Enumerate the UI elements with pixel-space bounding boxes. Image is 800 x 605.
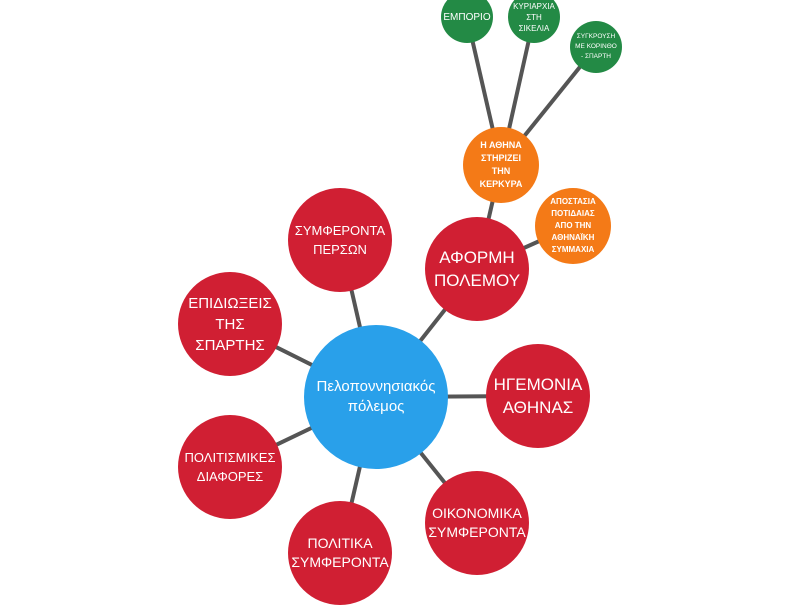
node-epidioxeis[interactable]: ΕΠΙΔΙΩΞΕΙΣ ΤΗΣ ΣΠΑΡΤΗΣ xyxy=(178,272,282,376)
node-label: ΑΦΟΡΜΗ ΠΟΛΕΜΟΥ xyxy=(433,248,521,290)
node-label: ΠΟΛΙΤΙΣΜΙΚΕΣ ΔΙΑΦΟΡΕΣ xyxy=(184,450,276,484)
node-label: ΗΓΕΜΟΝΙΑ ΑΘΗΝΑΣ xyxy=(493,375,583,417)
node-label: ΚΥΡΙΑΡΧΙΑ ΣΤΗ ΣΙΚΕΛΙΑ xyxy=(513,1,555,33)
node-label: Η ΑΘΗΝΑ ΣΤΗΡΙΖΕΙ ΤΗΝ ΚΕΡΚΥΡΑ xyxy=(479,140,523,189)
node-sikelia[interactable]: ΚΥΡΙΑΡΧΙΑ ΣΤΗ ΣΙΚΕΛΙΑ xyxy=(508,0,560,43)
node-kerkyra[interactable]: Η ΑΘΗΝΑ ΣΤΗΡΙΖΕΙ ΤΗΝ ΚΕΡΚΥΡΑ xyxy=(463,127,539,203)
node-aformi[interactable]: ΑΦΟΡΜΗ ΠΟΛΕΜΟΥ xyxy=(425,217,529,321)
central-topic-node[interactable]: Πελοποννησιακός πόλεμος xyxy=(304,325,448,469)
node-label: ΕΜΠΟΡΙΟ xyxy=(443,11,491,23)
node-emporio[interactable]: ΕΜΠΟΡΙΟ xyxy=(441,0,493,43)
node-korinthos[interactable]: ΣΥΓΚΡΟΥΣΗ ΜΕ ΚΟΡΙΝΘΟ - ΣΠΑΡΤΗ xyxy=(570,21,622,73)
central-topic-label: Πελοποννησιακός πόλεμος xyxy=(316,378,436,415)
node-politika[interactable]: ΠΟΛΙΤΙΚΑ ΣΥΜΦΕΡΟΝΤΑ xyxy=(288,501,392,605)
node-label: ΣΥΜΦΕΡΟΝΤΑ ΠΕΡΣΩΝ xyxy=(294,223,386,257)
node-hegemonia[interactable]: ΗΓΕΜΟΝΙΑ ΑΘΗΝΑΣ xyxy=(486,344,590,448)
node-label: ΟΙΚΟΝΟΜΙΚΑ ΣΥΜΦΕΡΟΝΤΑ xyxy=(428,505,526,540)
node-label: ΕΠΙΔΙΩΞΕΙΣ ΤΗΣ ΣΠΑΡΤΗΣ xyxy=(188,294,272,354)
node-politismikes[interactable]: ΠΟΛΙΤΙΣΜΙΚΕΣ ΔΙΑΦΟΡΕΣ xyxy=(178,415,282,519)
node-persai[interactable]: ΣΥΜΦΕΡΟΝΤΑ ΠΕΡΣΩΝ xyxy=(288,188,392,292)
node-oikonomika[interactable]: ΟΙΚΟΝΟΜΙΚΑ ΣΥΜΦΕΡΟΝΤΑ xyxy=(425,471,529,575)
node-potidaia[interactable]: ΑΠΟΣΤΑΣΙΑ ΠΟΤΙΔΑΙΑΣ ΑΠΟ ΤΗΝ ΑΘΗΝΑΪΚΗ ΣΥΜ… xyxy=(535,188,611,264)
node-label: ΠΟΛΙΤΙΚΑ ΣΥΜΦΕΡΟΝΤΑ xyxy=(291,535,389,570)
node-label: ΑΠΟΣΤΑΣΙΑ ΠΟΤΙΔΑΙΑΣ ΑΠΟ ΤΗΝ ΑΘΗΝΑΪΚΗ ΣΥΜ… xyxy=(550,197,596,254)
node-label: ΣΥΓΚΡΟΥΣΗ ΜΕ ΚΟΡΙΝΘΟ - ΣΠΑΡΤΗ xyxy=(575,33,617,60)
